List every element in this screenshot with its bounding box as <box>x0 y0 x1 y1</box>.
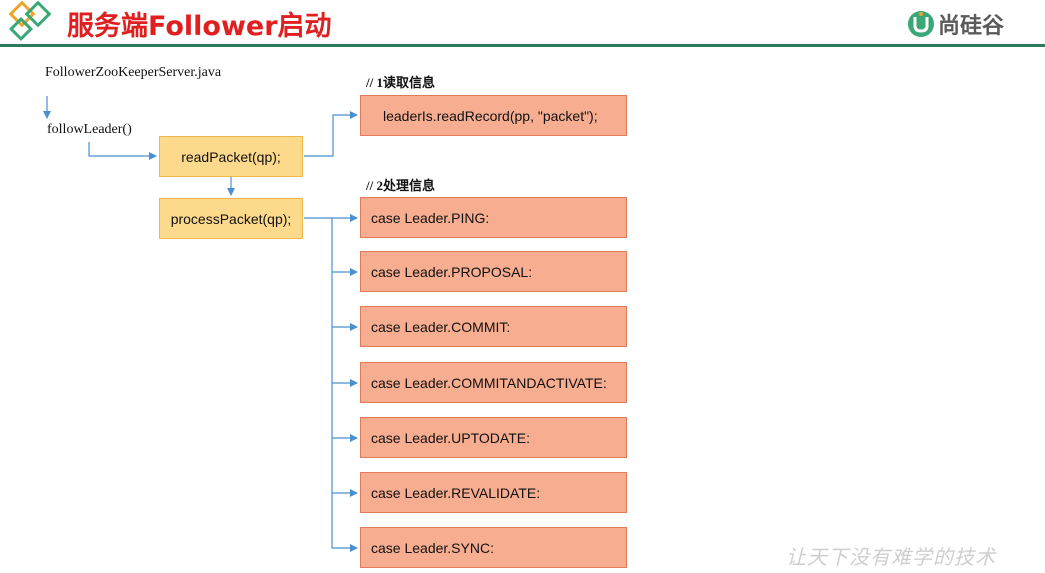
logo-icon <box>8 0 52 42</box>
header-divider <box>0 44 1045 47</box>
footer-slogan: 让天下没有难学的技术 <box>786 545 996 569</box>
note-read: // 1读取信息 <box>366 75 435 90</box>
read-record-box: leaderIs.readRecord(pp, "packet"); <box>360 95 627 136</box>
note-process: // 2处理信息 <box>366 178 435 193</box>
case-box: case Leader.PING: <box>360 197 627 238</box>
case-box: case Leader.COMMIT: <box>360 306 627 347</box>
source-file-label: FollowerZooKeeperServer.java <box>45 65 222 80</box>
follow-leader-label: followLeader() <box>47 122 132 137</box>
case-box: case Leader.COMMITANDACTIVATE: <box>360 362 627 403</box>
read-packet-box: readPacket(qp); <box>159 136 303 177</box>
brand-logo-icon <box>908 11 934 37</box>
case-box: case Leader.UPTODATE: <box>360 417 627 458</box>
process-packet-box: processPacket(qp); <box>159 198 303 239</box>
case-box: case Leader.SYNC: <box>360 527 627 568</box>
page-title: 服务端Follower启动 <box>67 11 332 42</box>
case-box: case Leader.PROPOSAL: <box>360 251 627 292</box>
brand-name: 尚硅谷 <box>938 14 1005 39</box>
case-box: case Leader.REVALIDATE: <box>360 472 627 513</box>
